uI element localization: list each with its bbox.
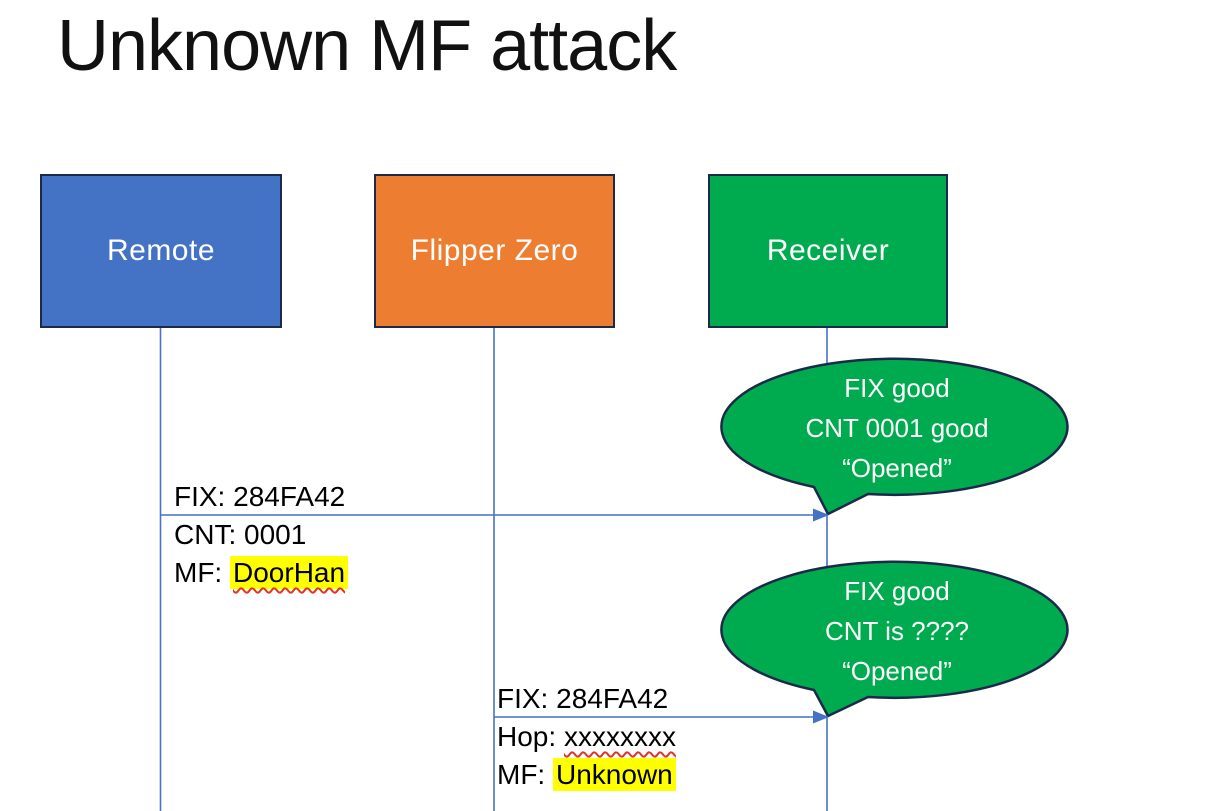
message-1-mf-prefix: MF: xyxy=(174,557,230,588)
message-1-labels: FIX: 284FA42 CNT: 0001 MF: DoorHan xyxy=(174,478,349,592)
message-2-hop-prefix: Hop: xyxy=(497,721,564,752)
message-2-line-hop: Hop: xxxxxxxx xyxy=(497,718,676,756)
arrowhead-icon-2 xyxy=(813,710,829,724)
callout-2-line-2: CNT is ???? xyxy=(824,616,970,646)
callout-1-line-2: CNT 0001 good xyxy=(805,413,989,443)
speech-bubble-1 xyxy=(720,357,1069,516)
callout-2-line-1: FIX good xyxy=(844,576,950,606)
message-1-fix: FIX: 284FA42 xyxy=(174,481,346,512)
speech-bubble-2 xyxy=(720,560,1069,718)
callout-1-line-3: “Opened” xyxy=(842,453,952,483)
actor-label-remote: Remote xyxy=(106,234,216,267)
callout-1-text: FIX good CNT 0001 good “Opened” xyxy=(724,368,1070,488)
message-1-line-cnt: CNT: 0001 xyxy=(174,516,348,554)
message-1-line-mf: MF: DoorHan xyxy=(174,554,349,592)
message-1-mf-value-highlighted: DoorHan xyxy=(230,556,349,589)
actor-box-remote: Remote xyxy=(40,174,282,328)
message-2-label-above: FIX: 284FA42 xyxy=(497,680,676,718)
message-2-hop-value: xxxxxxxx xyxy=(563,721,676,752)
callout-2-text: FIX good CNT is ???? “Opened” xyxy=(724,571,1070,691)
message-2-fix: FIX: 284FA42 xyxy=(497,683,669,714)
actor-label-flipper-zero: Flipper Zero xyxy=(410,234,579,267)
message-2-mf-prefix: MF: xyxy=(497,759,553,790)
callout-1-line-1: FIX good xyxy=(844,373,950,403)
message-2-line-mf: MF: Unknown xyxy=(497,756,676,794)
actor-box-receiver: Receiver xyxy=(708,174,948,328)
message-1-cnt-value: 0001 xyxy=(244,519,307,550)
message-1-cnt-prefix: CNT: xyxy=(174,519,244,550)
message-1-label-above: FIX: 284FA42 xyxy=(174,478,348,516)
actor-label-receiver: Receiver xyxy=(766,234,890,267)
actor-box-flipper-zero: Flipper Zero xyxy=(374,174,615,328)
slide-title: Unknown MF attack xyxy=(57,6,677,86)
callout-2-line-3: “Opened” xyxy=(842,656,952,686)
message-2-labels: FIX: 284FA42 Hop: xxxxxxxx MF: Unknown xyxy=(497,680,676,794)
arrowhead-icon-1 xyxy=(813,508,829,522)
message-2-mf-value-highlighted: Unknown xyxy=(553,758,676,791)
